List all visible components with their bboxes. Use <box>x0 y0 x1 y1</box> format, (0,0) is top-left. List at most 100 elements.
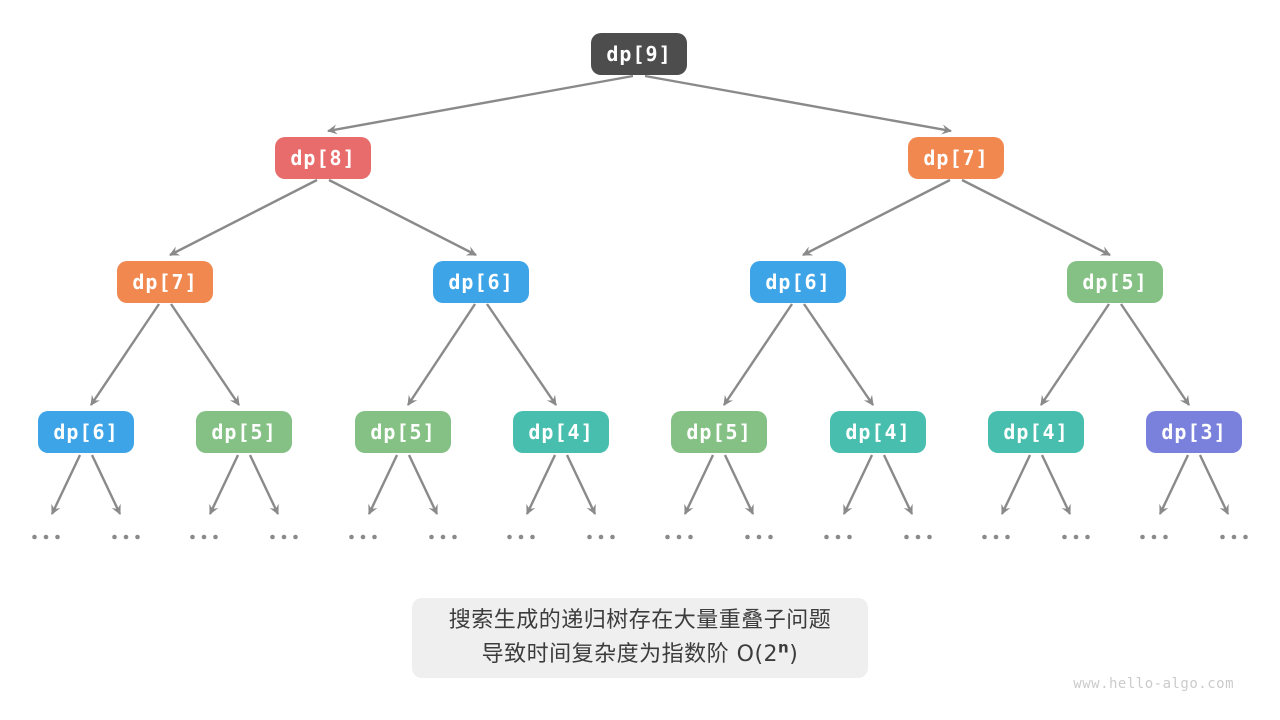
ellipsis-dot <box>429 534 434 540</box>
ellipsis-dot <box>372 534 377 540</box>
node-label-part: 7 <box>962 146 976 170</box>
edge-arrow <box>90 303 160 406</box>
edge-arrow <box>683 454 715 515</box>
edge-arrow <box>407 303 476 406</box>
node-label-part: 8 <box>329 146 343 170</box>
node-label-part: 4 <box>1042 420 1056 444</box>
ellipsis-dot <box>745 534 750 540</box>
tree-node-dp-7: dp[7] <box>908 137 1004 179</box>
node-label-part: dp[ <box>606 42 646 66</box>
node-label-part: dp[ <box>528 420 568 444</box>
caption-line1: 搜索生成的递归树存在大量重叠子问题 <box>448 608 832 633</box>
ellipsis <box>507 534 535 540</box>
ellipsis-dot <box>927 534 932 540</box>
node-label-part: ] <box>105 420 119 444</box>
node-label-part: dp[ <box>686 420 726 444</box>
ellipsis-dot <box>1163 534 1168 540</box>
tree-node-dp-4: dp[4] <box>830 411 926 453</box>
edge-arrow <box>961 178 1111 257</box>
tree-node-dp-8: dp[8] <box>275 137 371 179</box>
node-label-part: 4 <box>567 420 581 444</box>
node-label-part: ] <box>975 146 989 170</box>
ellipsis <box>1062 534 1090 540</box>
node-label-part: ] <box>263 420 277 444</box>
tree-node-dp-4: dp[4] <box>513 411 609 453</box>
caption-box: 搜索生成的递归树存在大量重叠子问题 导致时间复杂度为指数阶 O(2n) <box>412 598 868 678</box>
tree-node-dp-5: dp[5] <box>671 411 767 453</box>
tree-node-dp-5: dp[5] <box>196 411 292 453</box>
tree-node-dp-6: dp[6] <box>750 261 846 303</box>
edge-arrow <box>367 454 399 515</box>
node-label-part: dp[ <box>132 270 172 294</box>
node-label-part: ] <box>1213 420 1227 444</box>
edge-arrow <box>1000 454 1032 515</box>
node-label-part: 3 <box>1200 420 1214 444</box>
ellipsis-dot <box>1220 534 1225 540</box>
ellipsis-dot <box>530 534 535 540</box>
node-label-part: dp[ <box>1003 420 1043 444</box>
ellipsis <box>429 534 457 540</box>
node-label-part: 7 <box>171 270 185 294</box>
ellipsis-dot <box>835 534 841 540</box>
node-label-part: 9 <box>645 42 659 66</box>
ellipsis-dot <box>32 534 37 540</box>
ellipsis-dot <box>1085 534 1090 540</box>
edge-arrow <box>882 454 914 515</box>
ellipsis-dot <box>1005 534 1010 540</box>
node-label-part: ] <box>580 420 594 444</box>
ellipsis <box>349 534 377 540</box>
edge-arrow <box>723 303 793 406</box>
edge-arrow <box>842 454 874 515</box>
node-label-part: ] <box>1055 420 1069 444</box>
ellipsis-dot <box>135 534 140 540</box>
edge-arrow <box>525 454 557 515</box>
ellipsis-dot <box>112 534 117 540</box>
node-label-part: dp[ <box>765 270 805 294</box>
node-label-part: 4 <box>884 420 898 444</box>
edge-arrow <box>327 74 634 135</box>
node-label-part: 6 <box>487 270 501 294</box>
tree-node-dp-5: dp[5] <box>355 411 451 453</box>
ellipsis <box>745 534 773 540</box>
ellipsis <box>112 534 140 540</box>
ellipsis-dot <box>1243 534 1248 540</box>
edge-arrow <box>1198 454 1230 515</box>
edge-arrow <box>208 454 240 515</box>
node-label-part: ] <box>897 420 911 444</box>
node-label-part: dp[ <box>211 420 251 444</box>
ellipsis-dot <box>688 534 693 540</box>
ellipsis-dot <box>768 534 773 540</box>
ellipsis-dot <box>190 534 195 540</box>
edge-arrow <box>723 454 755 515</box>
edge-arrow <box>1158 454 1190 515</box>
edge-arrow <box>407 454 439 515</box>
ellipsis <box>587 534 615 540</box>
ellipsis-dot <box>1073 534 1079 540</box>
ellipsis-dot <box>1231 534 1237 540</box>
ellipsis-dot <box>293 534 298 540</box>
caption-line2-prefix: 导致时间复杂度为指数阶 O(2 <box>481 642 779 667</box>
node-label-part: 6 <box>92 420 106 444</box>
ellipsis-dot <box>610 534 615 540</box>
node-label-part: dp[ <box>448 270 488 294</box>
node-label-part: ] <box>342 146 356 170</box>
ellipsis-dot <box>1062 534 1067 540</box>
ellipsis-dot <box>349 534 354 540</box>
ellipsis-dot <box>847 534 852 540</box>
node-label-part: dp[ <box>845 420 885 444</box>
edge-arrow <box>90 454 122 515</box>
ellipsis-dot <box>507 534 512 540</box>
ellipsis-dot <box>904 534 909 540</box>
ellipsis-dot <box>993 534 999 540</box>
ellipsis <box>904 534 932 540</box>
node-label-part: ] <box>422 420 436 444</box>
tree-node-dp-4: dp[4] <box>988 411 1084 453</box>
ellipsis-dot <box>452 534 457 540</box>
node-label-part: dp[ <box>290 146 330 170</box>
ellipsis-dot <box>281 534 287 540</box>
edge-arrow <box>169 178 318 257</box>
node-label-part: dp[ <box>923 146 963 170</box>
edge-arrow <box>328 178 477 257</box>
node-label-part: dp[ <box>370 420 410 444</box>
